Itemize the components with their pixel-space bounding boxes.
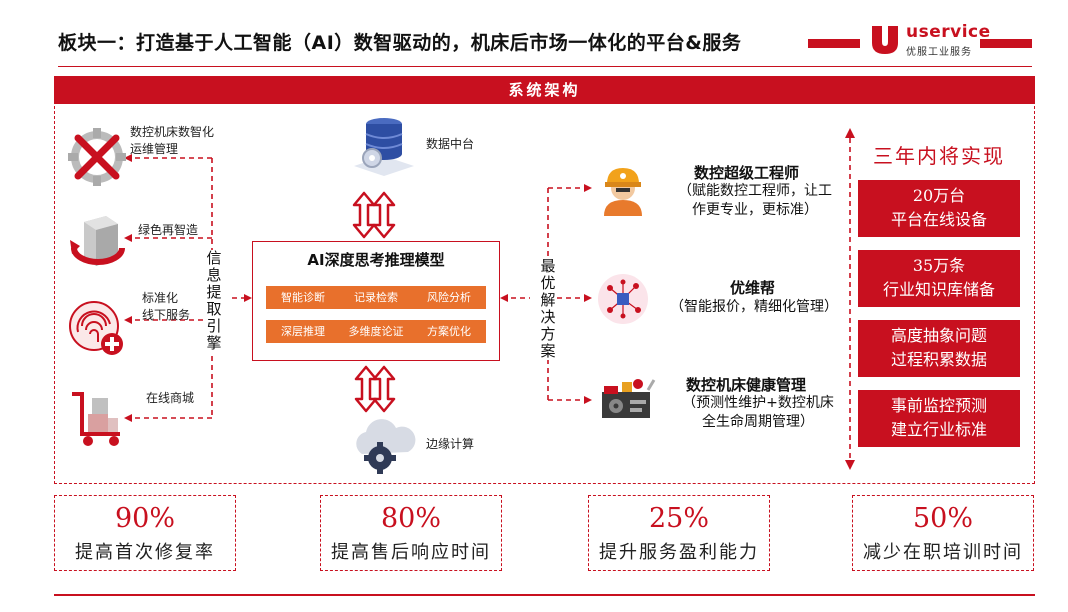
best-solution-label: 最优解决方案 <box>539 257 557 360</box>
header-divider <box>58 66 1032 67</box>
cloud-gear-icon <box>346 414 420 480</box>
header-bar-right <box>980 39 1032 48</box>
logo-subtitle: 优服工业服务 <box>906 47 972 58</box>
goal-line-1: 35万条 <box>912 256 966 275</box>
stat-label: 提高首次修复率 <box>75 542 215 563</box>
info-engine-label: 信息提取引擎 <box>205 249 223 352</box>
left-service-label-1: 数控机床数智化 运维管理 <box>130 125 215 156</box>
chip-deep-reasoning[interactable]: 深层推理 <box>266 320 340 343</box>
stat-card-1: 90% 提高首次修复率 <box>54 495 236 571</box>
chip-smart-diagnosis[interactable]: 智能诊断 <box>266 286 340 309</box>
goal-line-1: 高度抽象问题 <box>890 326 987 345</box>
architecture-title-bar: 系统架构 <box>54 76 1035 104</box>
goal-card-3: 高度抽象问题 过程积累数据 <box>858 320 1020 377</box>
stat-label: 提升服务盈利能力 <box>599 542 759 563</box>
engineer-icon <box>596 162 650 222</box>
chip-multi-dim-argument[interactable]: 多维度论证 <box>339 320 413 343</box>
right-service-title-1: 数控超级工程师 <box>694 164 800 182</box>
right-service-title-2: 优维帮 <box>730 279 776 297</box>
fingerprint-medical-icon <box>66 298 128 364</box>
goal-card-1: 20万台 平台在线设备 <box>858 180 1020 237</box>
goal-line-2: 建立行业标准 <box>890 420 987 439</box>
stat-value: 25% <box>648 503 709 534</box>
stat-value: 90% <box>114 503 175 534</box>
goal-card-2: 35万条 行业知识库储备 <box>858 250 1020 307</box>
goal-line-2: 平台在线设备 <box>890 210 987 229</box>
goal-line-2: 过程积累数据 <box>890 350 987 369</box>
stat-card-4: 50% 减少在职培训时间 <box>852 495 1034 571</box>
left-service-label-4: 在线商城 <box>146 391 195 405</box>
data-center-label: 数据中台 <box>426 137 475 151</box>
edge-computing-label: 边缘计算 <box>426 437 475 451</box>
left-service-label-3: 标准化 线下服务 <box>142 291 191 322</box>
logo-text: uservice <box>906 22 991 42</box>
uservice-logo-icon <box>868 22 902 56</box>
right-service-desc-3: （预测性维护+数控机床 全生命周期管理） <box>682 395 834 430</box>
stat-card-3: 25% 提升服务盈利能力 <box>588 495 770 571</box>
cart-boxes-icon <box>66 388 128 454</box>
page-title: 板块一：打造基于人工智能（AI）数智驱动的，机床后市场一体化的平台&服务 <box>58 32 742 54</box>
chip-risk-analysis[interactable]: 风险分析 <box>412 286 486 309</box>
ai-model-title: AI深度思考推理模型 <box>307 251 445 269</box>
goal-card-4: 事前监控预测 建立行业标准 <box>858 390 1020 447</box>
stat-label: 提高售后响应时间 <box>331 542 491 563</box>
right-service-desc-1: （赋能数控工程师，让工 作更专业，更标准） <box>678 183 832 218</box>
right-service-title-3: 数控机床健康管理 <box>686 376 807 394</box>
gear-cross-icon <box>66 126 128 192</box>
stat-card-2: 80% 提高售后响应时间 <box>320 495 502 571</box>
goal-line-1: 20万台 <box>912 186 966 205</box>
stat-label: 减少在职培训时间 <box>863 542 1023 563</box>
database-icon <box>348 112 418 186</box>
stat-value: 50% <box>912 503 973 534</box>
stat-value: 80% <box>380 503 441 534</box>
goal-line-1: 事前监控预测 <box>890 396 987 415</box>
chip-record-search[interactable]: 记录检索 <box>339 286 413 309</box>
left-service-label-2: 绿色再智造 <box>138 223 199 237</box>
chip-solution-optimize[interactable]: 方案优化 <box>412 320 486 343</box>
goal-line-2: 行业知识库储备 <box>882 280 995 299</box>
footer-divider <box>54 594 1035 596</box>
right-service-desc-2: （智能报价，精细化管理） <box>670 299 838 315</box>
header-bar-left <box>808 39 860 48</box>
network-icon <box>596 272 650 330</box>
recycle-box-icon <box>66 212 128 278</box>
machine-icon <box>598 376 656 428</box>
goals-title: 三年内将实现 <box>873 144 1005 168</box>
